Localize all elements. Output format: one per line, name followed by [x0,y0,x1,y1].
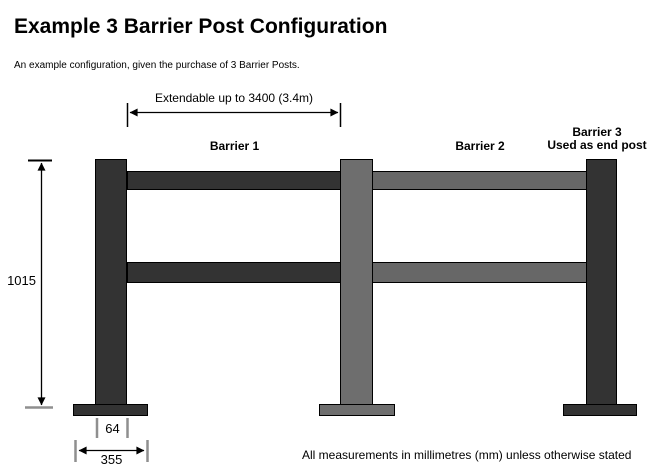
barrier-1-label: Barrier 1 [209,139,260,153]
barrier-2-label: Barrier 2 [455,139,505,153]
base-plate-2 [319,404,395,416]
post-width-dimension-label: 64 [105,421,120,436]
base-plate-1 [73,404,148,416]
barrier-3-label: Barrier 3 Used as end post [544,126,649,152]
page-subtitle: An example configuration, given the purc… [14,60,300,71]
rail-gray-bottom [356,262,587,283]
rail-gray-top [356,171,587,190]
measurement-units-note: All measurements in millimetres (mm) unl… [302,448,632,462]
extendable-dimension-label: Extendable up to 3400 (3.4m) [154,91,314,105]
barrier-3-label-line1: Barrier 3 [572,125,622,139]
page-title: Example 3 Barrier Post Configuration [14,15,388,38]
barrier-3-label-line2: Used as end post [547,138,647,152]
barrier-post-2 [340,159,373,405]
rail-dark-top [127,171,342,190]
barrier-post-3 [586,159,617,405]
height-dimension-label: 1015 [7,273,36,288]
barrier-post-1 [95,159,127,405]
base-plate-3 [563,404,637,416]
base-width-dimension-label: 355 [100,452,123,467]
extendable-dimension [126,103,342,127]
rail-dark-bottom [127,262,342,283]
